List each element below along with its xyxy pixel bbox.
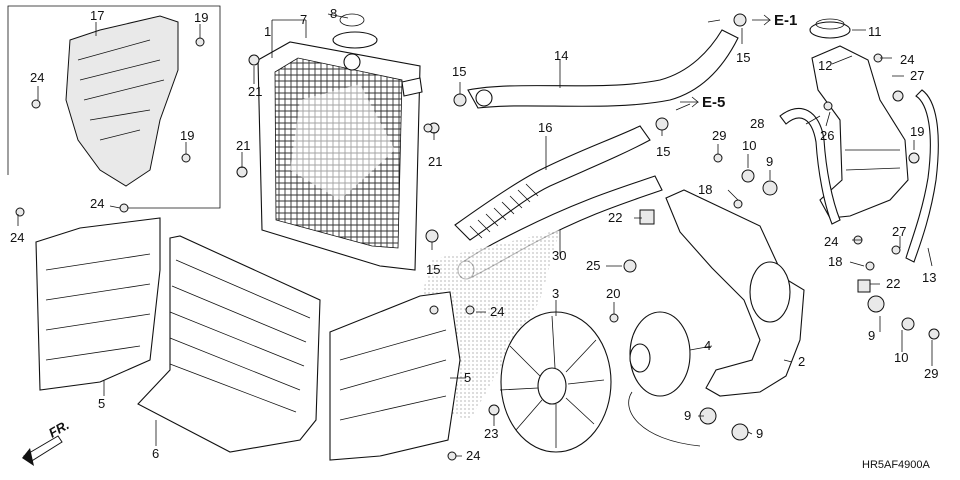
- ref-e1: E-1: [774, 12, 797, 29]
- callout-28: 28: [750, 116, 764, 131]
- callout-18: 18: [828, 254, 842, 269]
- callout-15: 15: [452, 64, 466, 79]
- leader-lines: [17, 13, 933, 457]
- callout-12: 12: [818, 58, 832, 73]
- callout-9: 9: [766, 154, 773, 169]
- callout-29: 29: [924, 366, 938, 381]
- callout-15: 15: [426, 262, 440, 277]
- callout-29: 29: [712, 128, 726, 143]
- callout-23: 23: [484, 426, 498, 441]
- ref-e5: E-5: [702, 94, 725, 111]
- cross-references: E-1 E-5: [680, 12, 797, 111]
- callout-24: 24: [30, 70, 44, 85]
- radiator: [257, 13, 423, 271]
- callout-11: 11: [868, 24, 882, 39]
- shroud-detail-box: [7, 5, 221, 209]
- callout-2: 2: [798, 354, 805, 369]
- callout-25: 25: [586, 258, 600, 273]
- callout-21: 21: [248, 84, 262, 99]
- callout-24: 24: [490, 304, 504, 319]
- siphon-hose: [779, 107, 841, 225]
- callout-24: 24: [10, 230, 24, 245]
- front-label: FR.: [46, 417, 72, 440]
- callout-21: 21: [236, 138, 250, 153]
- diagram-code: HR5AF4900A: [862, 459, 931, 471]
- callout-24: 24: [90, 196, 104, 211]
- callout-3: 3: [552, 286, 559, 301]
- callout-9: 9: [756, 426, 763, 441]
- callout-10: 10: [742, 138, 756, 153]
- callout-24: 24: [900, 52, 914, 67]
- fan-bracket: [665, 189, 805, 397]
- callout-27: 27: [892, 224, 906, 239]
- callout-5: 5: [464, 370, 471, 385]
- callout-30: 30: [552, 248, 566, 263]
- callout-9: 9: [684, 408, 691, 423]
- reserve-tank: [809, 18, 909, 219]
- callout-10: 10: [894, 350, 908, 365]
- callout-19: 19: [180, 128, 194, 143]
- callout-7: 7: [300, 12, 307, 27]
- callout-27: 27: [910, 68, 924, 83]
- callout-17: 17: [90, 8, 104, 23]
- corrugated-hose: [454, 125, 651, 241]
- callout-20: 20: [606, 286, 620, 301]
- fasteners: [15, 13, 940, 461]
- callout-18: 18: [698, 182, 712, 197]
- front-indicator: FR.: [22, 417, 72, 466]
- shroud-left: [35, 217, 161, 391]
- callout-16: 16: [538, 120, 552, 135]
- callout-14: 14: [554, 48, 568, 63]
- callout-13: 13: [922, 270, 936, 285]
- callout-19: 19: [910, 124, 924, 139]
- callout-24: 24: [466, 448, 480, 463]
- overflow-hose: [905, 89, 939, 263]
- callout-22: 22: [886, 276, 900, 291]
- callout-21: 21: [428, 154, 442, 169]
- callout-15: 15: [656, 144, 670, 159]
- callout-24: 24: [824, 234, 838, 249]
- louver-panel: [137, 235, 321, 453]
- callout-8: 8: [330, 6, 337, 21]
- shroud-center: [329, 291, 461, 461]
- callout-15: 15: [736, 50, 750, 65]
- callout-5: 5: [98, 396, 105, 411]
- fan-motor: [628, 311, 701, 447]
- callouts: 17 19 24 19 1 7 8 21 21 21 15 15 15 15 1…: [10, 6, 938, 463]
- callout-4: 4: [704, 338, 711, 353]
- callout-19: 19: [194, 10, 208, 25]
- upper-hose: [467, 29, 739, 109]
- callout-22: 22: [608, 210, 622, 225]
- callout-1: 1: [264, 24, 271, 39]
- callout-9: 9: [868, 328, 875, 343]
- callout-6: 6: [152, 446, 159, 461]
- cooling-fan: [499, 311, 612, 453]
- callout-26: 26: [820, 128, 834, 143]
